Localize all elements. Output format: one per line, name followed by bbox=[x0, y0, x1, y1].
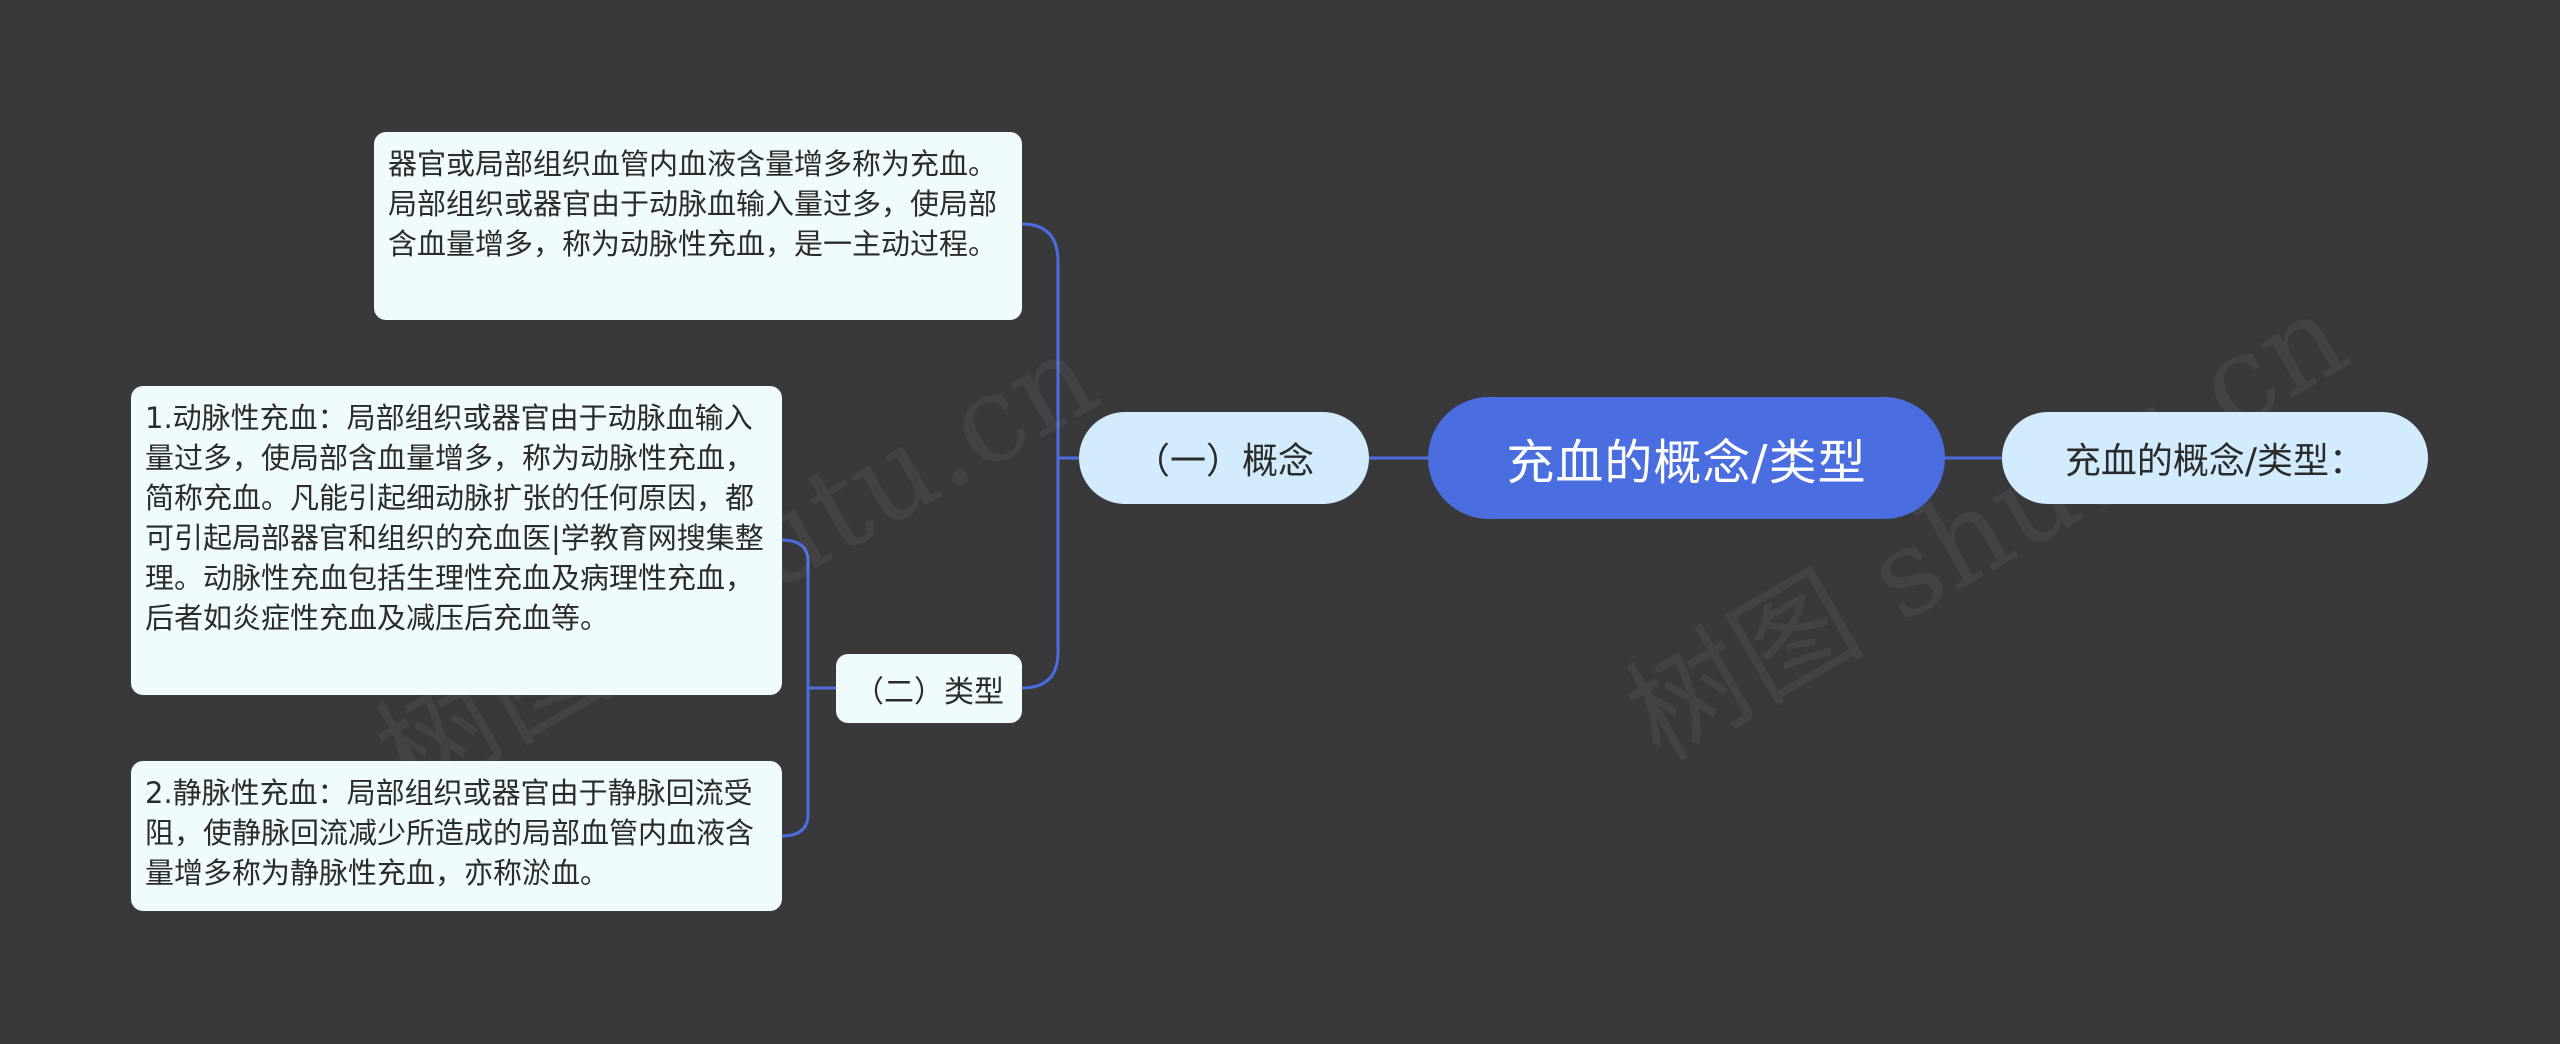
types-node[interactable]: （二）类型 bbox=[836, 654, 1022, 723]
right-branch-node[interactable]: 充血的概念/类型： bbox=[2002, 412, 2428, 504]
type-item-arterial[interactable]: 1.动脉性充血：局部组织或器官由于动脉血输入量过多，使局部含血量增多，称为动脉性… bbox=[131, 386, 782, 695]
connector-trunk-concept-detail bbox=[1021, 222, 1079, 460]
connector-types-to-item2 bbox=[781, 688, 810, 838]
connector-trunk-types bbox=[1021, 458, 1060, 690]
root-node[interactable]: 充血的概念/类型 bbox=[1428, 397, 1945, 519]
type-item-venous[interactable]: 2.静脉性充血：局部组织或器官由于静脉回流受阻，使静脉回流减少所造成的局部血管内… bbox=[131, 761, 782, 911]
concept-node[interactable]: （一）概念 bbox=[1079, 412, 1369, 504]
concept-detail-card[interactable]: 器官或局部组织血管内血液含量增多称为充血。局部组织或器官由于动脉血输入量过多，使… bbox=[374, 132, 1022, 320]
connector-types-to-item1 bbox=[781, 538, 836, 690]
